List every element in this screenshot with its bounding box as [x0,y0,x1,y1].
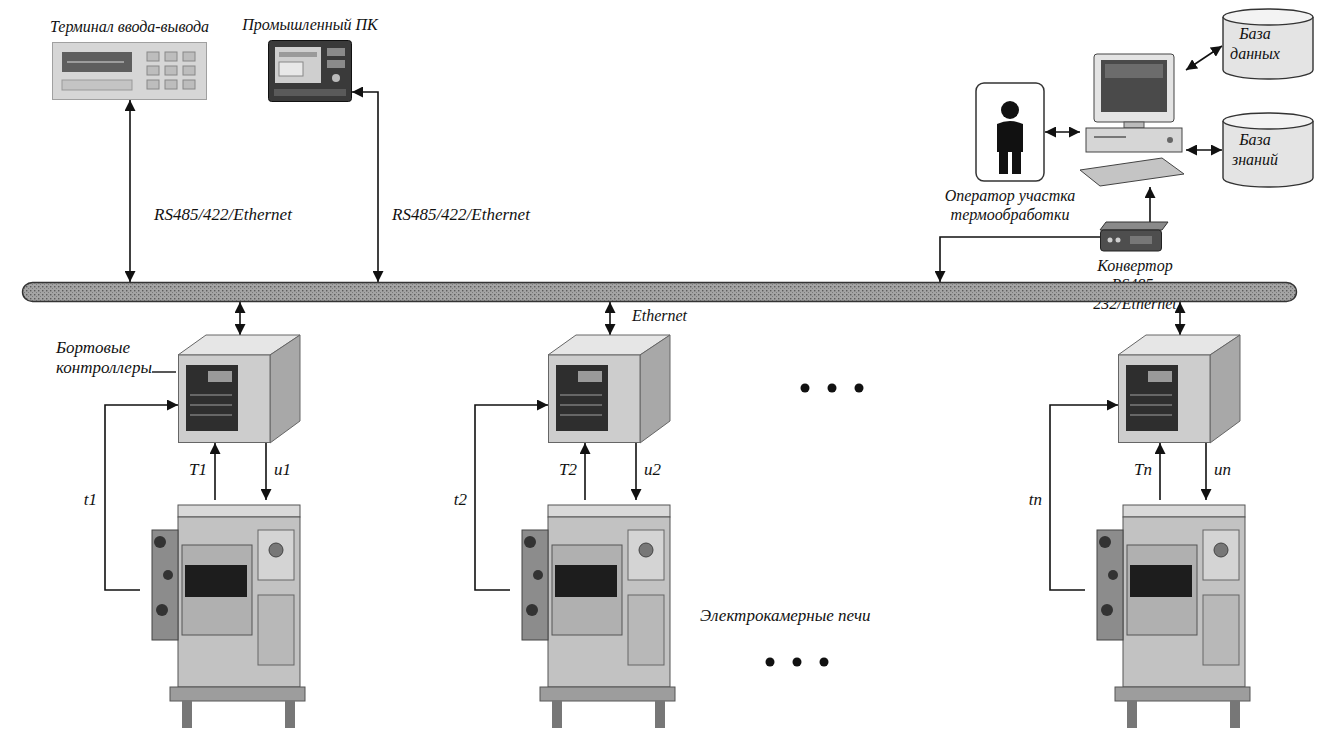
connector [1179,302,1181,335]
electric-furnace [140,500,305,728]
text-holder: Ethernet [632,306,687,325]
furnace-shape [1085,500,1250,728]
node-text: Промышленный ПК [242,15,377,34]
edge-label: u1 [272,460,293,480]
edge-label: Tn [1132,460,1154,480]
edge-label-holder: Tn [1132,460,1154,480]
database-cylinder: База данных [1222,8,1314,79]
edge-label-holder: un [1212,460,1233,480]
edge-label: T1 [187,460,209,480]
connector [129,100,131,282]
connector [635,443,637,500]
edge-label: t1 [82,490,99,510]
edge-label-holder: t1 [82,490,99,510]
text-holder: База знаний [1222,121,1288,178]
terminal-shape [52,42,207,100]
text-holder: Оператор участка термообработки [940,186,1080,224]
node-text: Ethernet [632,306,687,325]
connector [609,302,611,335]
connector [1045,131,1080,133]
ctrl-shape [178,335,300,443]
node-text: Оператор участка термообработки [940,186,1080,224]
knowledge-base-cylinder: База знаний [1222,112,1314,187]
edge-label-holder: tn [1027,490,1044,510]
bus-shape [22,282,1297,302]
edge-label-holder: RS485/422/Ethernet [152,205,294,225]
ctrl-shape [548,335,670,443]
furnace-shape [510,500,675,728]
edge-label: RS485/422/Ethernet [152,205,294,225]
operator-shape [975,82,1045,182]
edge-label-holder: t2 [452,490,469,510]
group-label: Электрокамерные печи [700,606,871,626]
onboard-controller [548,335,670,443]
node-text: База данных [1222,24,1288,62]
group-label-holder: Бортовые контроллеры [56,338,156,379]
edge-label: t2 [452,490,469,510]
ellipsis-dots [766,658,829,667]
ipc-shape [268,40,352,102]
furnace-shape [140,500,305,728]
operator-figure: Оператор участка термообработки [975,82,1045,182]
node-text: База знаний [1222,130,1288,168]
onboard-controller [178,335,300,443]
converter-device: Конвертор RS485-232/Ethernet [1100,222,1170,252]
text-holder: База данных [1222,17,1288,70]
edge-label-holder: u1 [272,460,293,480]
cyl-shape [1222,112,1314,187]
edge-label-holder: T1 [187,460,209,480]
node-text: Терминал ввода-вывода [50,17,209,36]
cyl-shape [1222,8,1314,79]
edge-label: RS485/422/Ethernet [390,205,532,225]
group-label: Бортовые контроллеры [56,338,156,379]
connector [1186,149,1222,151]
text-holder: Терминал ввода-вывода [50,17,209,36]
edge-label: T2 [557,460,579,480]
connector [1159,443,1161,500]
connector [1186,46,1222,70]
connector [214,443,216,500]
connector [1149,187,1151,222]
electric-furnace [510,500,675,728]
group-label-holder: Электрокамерные печи [700,606,871,626]
ethernet-bus: Ethernet [22,282,1297,302]
edge-label: u2 [642,460,663,480]
industrial-pc: Промышленный ПК [268,40,352,102]
connector [1205,443,1207,500]
edge-label: un [1212,460,1233,480]
electric-furnace [1085,500,1250,728]
connector [352,92,378,282]
connector [239,302,241,335]
edge-label-holder: u2 [642,460,663,480]
ellipsis-dots [801,384,864,393]
edge-label: tn [1027,490,1044,510]
connector [265,443,267,500]
edge-label-holder: T2 [557,460,579,480]
text-holder: Промышленный ПК [242,15,377,34]
ctrl-shape [1118,335,1240,443]
connector [940,237,1100,282]
leader-line [152,371,176,372]
workstation [1080,52,1186,187]
onboard-controller [1118,335,1240,443]
connector [584,443,586,500]
edge-label-holder: RS485/422/Ethernet [390,205,532,225]
pc-shape [1080,52,1186,187]
io-terminal: Терминал ввода-вывода [52,42,207,100]
conv-shape [1100,222,1170,252]
